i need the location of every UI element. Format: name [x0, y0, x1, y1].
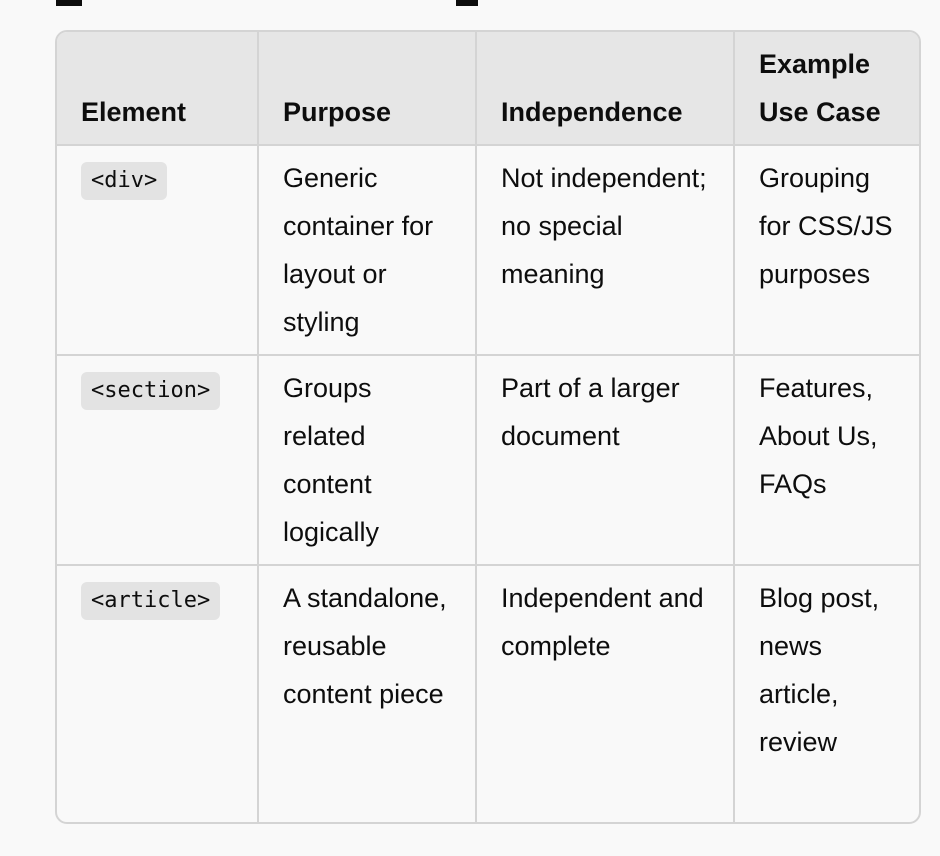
cell-example: Features, About Us, FAQs: [734, 355, 919, 566]
cell-purpose: A standalone, reusable content piece: [258, 565, 477, 822]
code-tag: <section>: [81, 372, 221, 410]
header-row: Element Purpose Independence Example Use…: [57, 32, 919, 146]
cell-independence: Part of a larger document: [476, 355, 735, 566]
cell-example: Blog post, news article, review: [759, 583, 880, 757]
table-row: <article> A standalone, reusable content…: [57, 565, 919, 822]
code-tag: <article>: [81, 582, 221, 620]
header-purpose: Purpose: [258, 32, 477, 146]
header-independence: Independence: [476, 32, 735, 146]
cell-element: <section>: [57, 355, 259, 566]
table: Element Purpose Independence Example Use…: [57, 32, 919, 822]
header-example-use-case: Example Use Case: [734, 32, 919, 146]
cell-element: <div>: [57, 145, 259, 356]
cell-independence: Independent and complete: [476, 565, 735, 822]
cell-purpose: Generic container for layout or styling: [258, 145, 477, 356]
code-tag: <div>: [81, 162, 168, 200]
cell-independence: Not independent; no special meaning: [476, 145, 735, 356]
header-element: Element: [57, 32, 259, 146]
table-row: <div> Generic container for layout or st…: [57, 145, 919, 356]
cell-element: <article>: [57, 565, 259, 822]
table-body: <div> Generic container for layout or st…: [57, 145, 919, 822]
comparison-table: Element Purpose Independence Example Use…: [55, 30, 921, 824]
cell-example: Grouping for CSS/JS purposes: [734, 145, 919, 356]
table-header: Element Purpose Independence Example Use…: [57, 32, 919, 146]
cell-purpose: Groups related content logically: [258, 355, 477, 566]
table-row: <section> Groups related content logical…: [57, 355, 919, 566]
clipped-heading: [56, 0, 916, 6]
